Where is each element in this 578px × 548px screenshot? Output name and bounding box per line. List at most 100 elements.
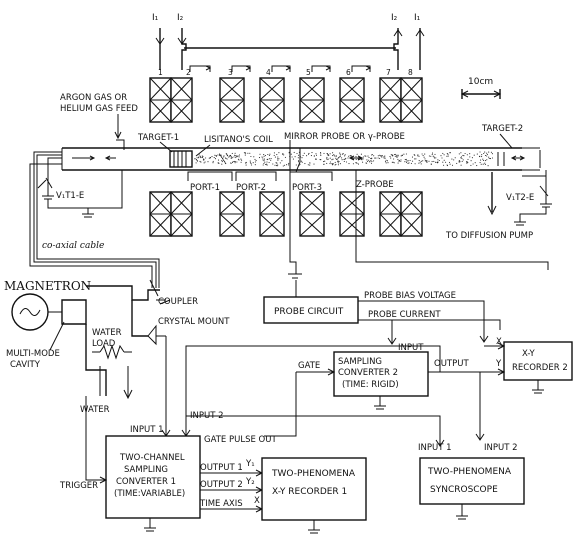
converter1-ground <box>144 518 156 532</box>
diffusion-pump-label: TO DIFFUSION PUMP <box>445 231 533 241</box>
input2-label: INPUT 2 <box>190 411 224 421</box>
coil-number-5: 5 <box>306 68 311 77</box>
target2-pointer <box>499 133 513 149</box>
bottom-coil <box>170 191 193 237</box>
output2-label: OUTPUT 2 <box>200 480 243 490</box>
coil-number-8: 8 <box>408 68 413 77</box>
current-label-i1-left: I₁ <box>152 13 159 23</box>
coil-number-4: 4 <box>266 68 271 77</box>
xy1-line2: X-Y RECORDER 1 <box>272 487 347 497</box>
probe-bias-label: PROBE BIAS VOLTAGE <box>364 291 456 301</box>
top-coil <box>400 77 423 123</box>
water-load-line2: LOAD <box>92 339 116 349</box>
bottom-coils <box>149 191 423 237</box>
synchroscope-ground <box>456 504 468 520</box>
crystal-mount-label: CRYSTAL MOUNT <box>158 317 230 327</box>
gate-pulse-out-label: GATE PULSE OUT <box>204 435 277 445</box>
vt2-source <box>514 170 552 226</box>
scale-label: 10cm <box>468 77 493 87</box>
gas-feed-label-line2: HELIUM GAS FEED <box>60 104 138 114</box>
trigger-arrow <box>99 476 108 484</box>
sampling-converter-1-box <box>105 435 201 519</box>
target1-pointer <box>159 141 173 153</box>
water-load-line1: WATER <box>92 328 122 338</box>
xy-recorder-1-box <box>261 457 367 521</box>
diffusion-pump-arrow <box>487 205 497 216</box>
top-coil <box>219 77 245 123</box>
magnetron <box>11 293 62 331</box>
coil-number-3: 3 <box>228 68 233 77</box>
gas-feed-arrowhead <box>114 131 122 140</box>
xy2-line1: X-Y <box>522 349 535 359</box>
z-probe-label: Z-PROBE <box>356 180 394 190</box>
sampling-converter-2-box <box>333 351 429 397</box>
bottom-coil <box>400 191 423 237</box>
gate-line <box>296 368 336 376</box>
multimode-pointer <box>49 321 65 351</box>
probe-connector <box>288 273 302 279</box>
time-x-label: X <box>254 496 260 506</box>
sampling2-line3: (TIME: RIGID) <box>342 380 399 390</box>
mirror-probe-label: MIRROR PROBE OR γ-PROBE <box>284 132 405 142</box>
synchroscope-line1: TWO-PHENOMENA <box>427 467 512 477</box>
multimode-label-line1: MULTI-MODE <box>6 349 60 359</box>
xy-recorder-2-box <box>503 341 573 381</box>
current-label-i1-right: I₁ <box>414 13 421 23</box>
lisitano-pointer <box>195 144 211 157</box>
xy2-x-line <box>484 342 506 350</box>
coupler-label: COUPLER <box>158 297 198 307</box>
current-label-i2-left: I₂ <box>177 13 184 23</box>
trigger-line <box>85 396 106 481</box>
coil-number-6: 6 <box>346 68 351 77</box>
xy2-line2: RECORDER 2 <box>512 363 568 373</box>
top-coil <box>259 77 285 123</box>
coax-label: co-axial cable <box>42 241 104 251</box>
y2-label: Y₂ <box>245 477 255 487</box>
water-label: WATER <box>80 405 110 415</box>
lisitano-coil-label: LISITANO'S COIL <box>204 135 273 145</box>
coil-number-1: 1 <box>158 68 163 77</box>
port-2-label: PORT-2 <box>236 183 266 193</box>
gas-feed-label-line1: ARGON GAS OR <box>60 93 127 103</box>
gate-label: GATE <box>298 361 320 371</box>
y1-label: Y₁ <box>245 459 255 469</box>
scope-input2-arrow <box>475 433 485 441</box>
scale-bar <box>460 89 502 99</box>
top-coil <box>170 77 193 123</box>
bottom-coil <box>379 191 402 237</box>
two-channel-line2: SAMPLING <box>124 465 168 475</box>
xy2-ground <box>532 380 544 394</box>
top-coil <box>339 77 365 123</box>
sampling2-line2: CONVERTER 2 <box>338 368 398 378</box>
coaxial-cable <box>29 151 160 288</box>
vt1-source <box>37 157 123 218</box>
output1-label: OUTPUT 1 <box>200 463 243 473</box>
probe-input-arrow <box>387 337 397 345</box>
top-coil <box>149 77 172 123</box>
coil-number-7: 7 <box>386 68 391 77</box>
bottom-coil <box>149 191 172 237</box>
probe-bias-line <box>358 300 489 343</box>
top-coil <box>379 77 402 123</box>
coil-number-2: 2 <box>186 68 191 77</box>
magnetron-label: MAGNETRON <box>4 279 91 293</box>
scope-input1-arrow <box>435 439 445 447</box>
two-channel-line1: TWO-CHANNEL <box>119 453 185 463</box>
target2-label: TARGET-2 <box>481 124 523 134</box>
top-coil <box>299 77 325 123</box>
xy2-x-label: X <box>496 337 502 347</box>
two-channel-line3: CONVERTER 1 <box>116 477 176 487</box>
probe-circuit-box <box>263 296 359 324</box>
xy1-line1: TWO-PHENOMENA <box>271 469 356 479</box>
bottom-coil <box>299 191 325 237</box>
output-label: OUTPUT <box>434 359 469 369</box>
bottom-coil <box>219 191 245 237</box>
input2-line <box>185 345 441 380</box>
scope-input1-line <box>186 415 441 446</box>
multimode-label-line2: CAVITY <box>10 360 41 370</box>
target1-label: TARGET-1 <box>137 133 179 143</box>
z-probe-cable <box>355 180 549 270</box>
current-label-i2-right: I₂ <box>391 13 398 23</box>
